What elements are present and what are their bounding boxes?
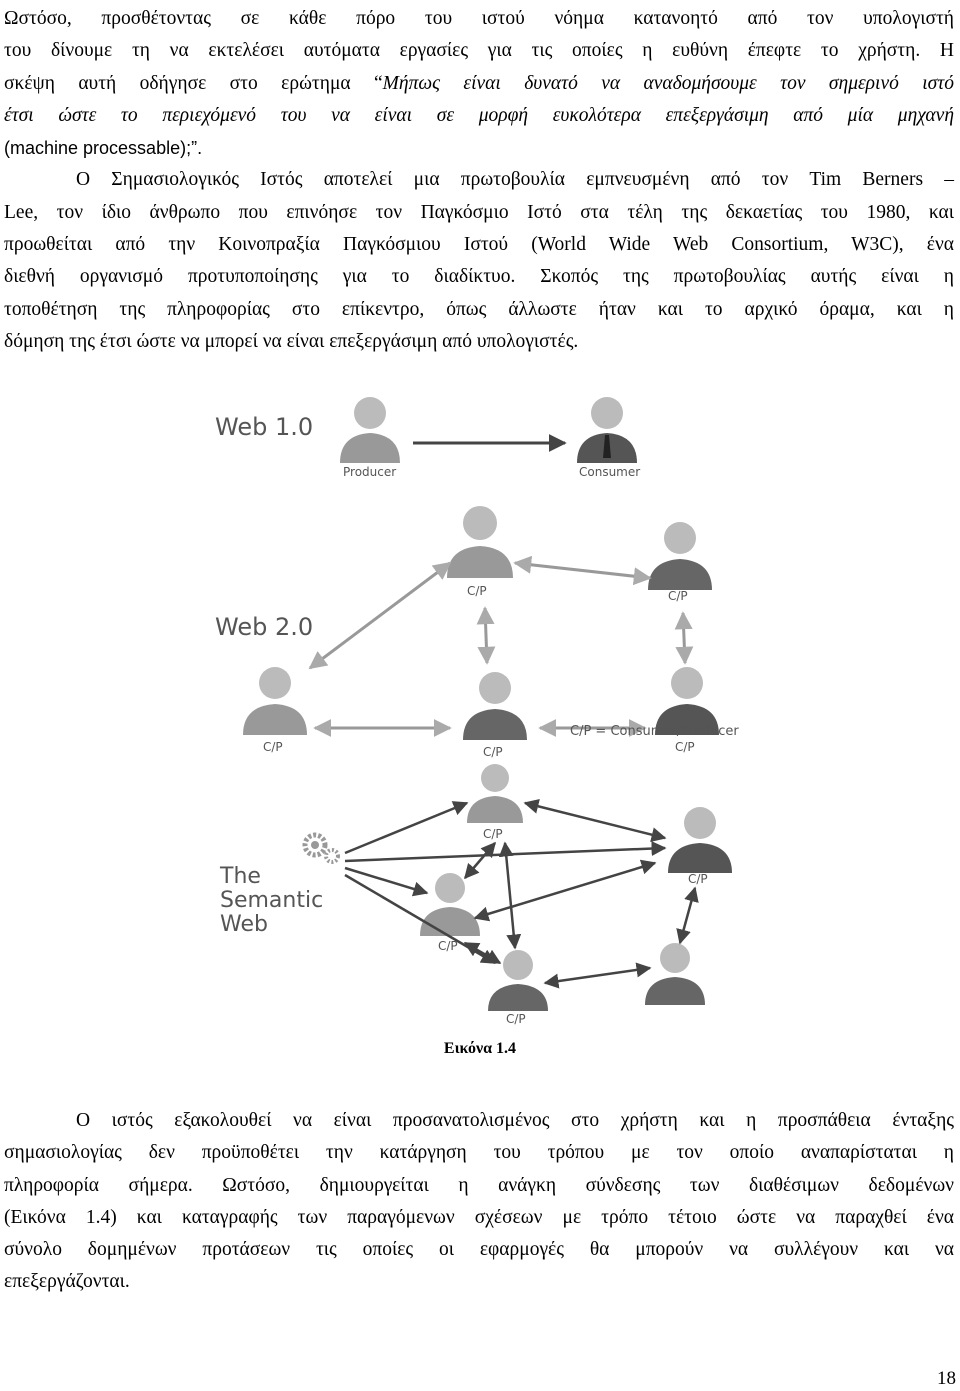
gear-icon (302, 832, 328, 858)
p2-line-5: τοποθέτηση της πληροφορίας στο επίκεντρο… (4, 298, 954, 320)
cp-person-icon-middle (463, 672, 527, 740)
cp-label-semantic-middle: C/P (438, 939, 458, 953)
p2-line-1-wrap: Ο Σημασιολογικός Ιστός αποτελεί μια πρωτ… (4, 164, 954, 196)
cp-label-left: C/P (263, 740, 283, 754)
semantic-title-line-1: The (219, 864, 261, 889)
web-evolution-figure: Web 1.0 Producer Consumer Web 2.0 C/P C/… (195, 383, 775, 1038)
cp-label-middle: C/P (483, 745, 503, 759)
p2-line-4: διεθνή οργανισμό προτυποποίησης για το δ… (4, 266, 954, 288)
cp-person-icon-top (447, 506, 513, 578)
p2-line-2: Lee, τον ίδιο άνθρωπο που επινόησε τον Π… (4, 201, 954, 223)
producer-label: Producer (343, 465, 396, 479)
figure-svg: Web 1.0 Producer Consumer Web 2.0 C/P C/… (215, 397, 739, 1026)
semantic-arrows (344, 798, 699, 989)
p2-line-3: προωθείται από την Κοινοπραξία Παγκόσμιο… (4, 234, 954, 256)
p1-line-4: έτσι ώστε το περιεχόμενό του να είναι σε… (4, 104, 954, 126)
cp-person-icon-semantic-middle (420, 873, 480, 936)
cp-label-top: C/P (467, 584, 487, 598)
cp-person-icon-semantic-top (467, 764, 523, 823)
page-number: 18 (937, 1368, 956, 1389)
p2-line-6: δόμηση της έτσι ώστε να μπορεί να είναι … (4, 330, 579, 352)
web2-arrows (308, 555, 694, 737)
cp-label-semantic-bottom: C/P (506, 1012, 526, 1026)
p3-line-2: σημασιολογίας δεν προϋποθέτει την κατάργ… (4, 1142, 954, 1164)
cp-legend: C/P = Consumer/Producer (570, 724, 739, 739)
figure-caption: Εικόνα 1.4 (443, 1040, 517, 1057)
p3-line-6: επεξεργάζονται. (4, 1271, 130, 1293)
cp-label-right: C/P (668, 589, 688, 603)
cp-person-icon-bottom-right (655, 667, 719, 735)
p3-line-3: πληροφορία σήμερα. Ωστόσο, δημιουργείται… (4, 1174, 954, 1196)
semantic-title-line-3: Web (220, 912, 268, 937)
cp-person-icon-semantic-bottom-right (645, 943, 705, 1005)
cp-person-icon-semantic-right (668, 807, 732, 873)
consumer-label: Consumer (579, 465, 640, 479)
paragraph-1: Ωστόσο, προσθέτοντας σε κάθε πόρο του ισ… (4, 3, 954, 358)
p2-line-1: Ο Σημασιολογικός Ιστός αποτελεί μια πρωτ… (76, 169, 954, 191)
p1-line-1: Ωστόσο, προσθέτοντας σε κάθε πόρο του ισ… (4, 8, 954, 29)
consumer-person-icon (577, 397, 637, 463)
producer-person-icon (340, 397, 400, 463)
p1-line-3-text: σκέψη αυτή οδήγησε στο ερώτημα “ (4, 72, 383, 94)
p3-line-4: (Εικόνα 1.4) και καταγραφής των παραγόμε… (4, 1206, 954, 1228)
cp-person-icon-right (648, 522, 712, 590)
p3-line-1-wrap: Ο ιστός εξακολουθεί να είναι προσανατολι… (4, 1105, 954, 1137)
p3-line-1: Ο ιστός εξακολουθεί να είναι προσανατολι… (76, 1110, 954, 1131)
p1-line-5: (machine processable);”. (4, 138, 203, 159)
cp-label-semantic-right: C/P (688, 872, 708, 886)
web2-title: Web 2.0 (215, 613, 313, 641)
web1-title: Web 1.0 (215, 413, 313, 441)
semantic-web-title: The Semantic Web (219, 864, 323, 937)
p3-line-5: σύνολο δομημένων προτάσεων τις οποίες οι… (4, 1239, 954, 1261)
p1-line-3-italic: Μήπως είναι δυνατό να αναδομήσουμε τον σ… (382, 72, 955, 94)
semantic-title-line-2: Semantic (220, 888, 323, 913)
cp-person-icon-semantic-bottom (488, 950, 548, 1011)
p1-line-3: σκέψη αυτή οδήγησε στο ερώτημα “Μήπως εί… (4, 68, 954, 100)
gear-icon-small (324, 848, 340, 864)
cp-label-bottom-right: C/P (675, 740, 695, 754)
paragraph-3: Ο ιστός εξακολουθεί να είναι προσανατολι… (4, 1105, 954, 1299)
cp-person-icon-left (243, 667, 307, 735)
p1-line-2: του δίνουμε τη να εκτελέσει αυτόματα εργ… (4, 40, 954, 62)
cp-label-semantic-top: C/P (483, 827, 503, 841)
